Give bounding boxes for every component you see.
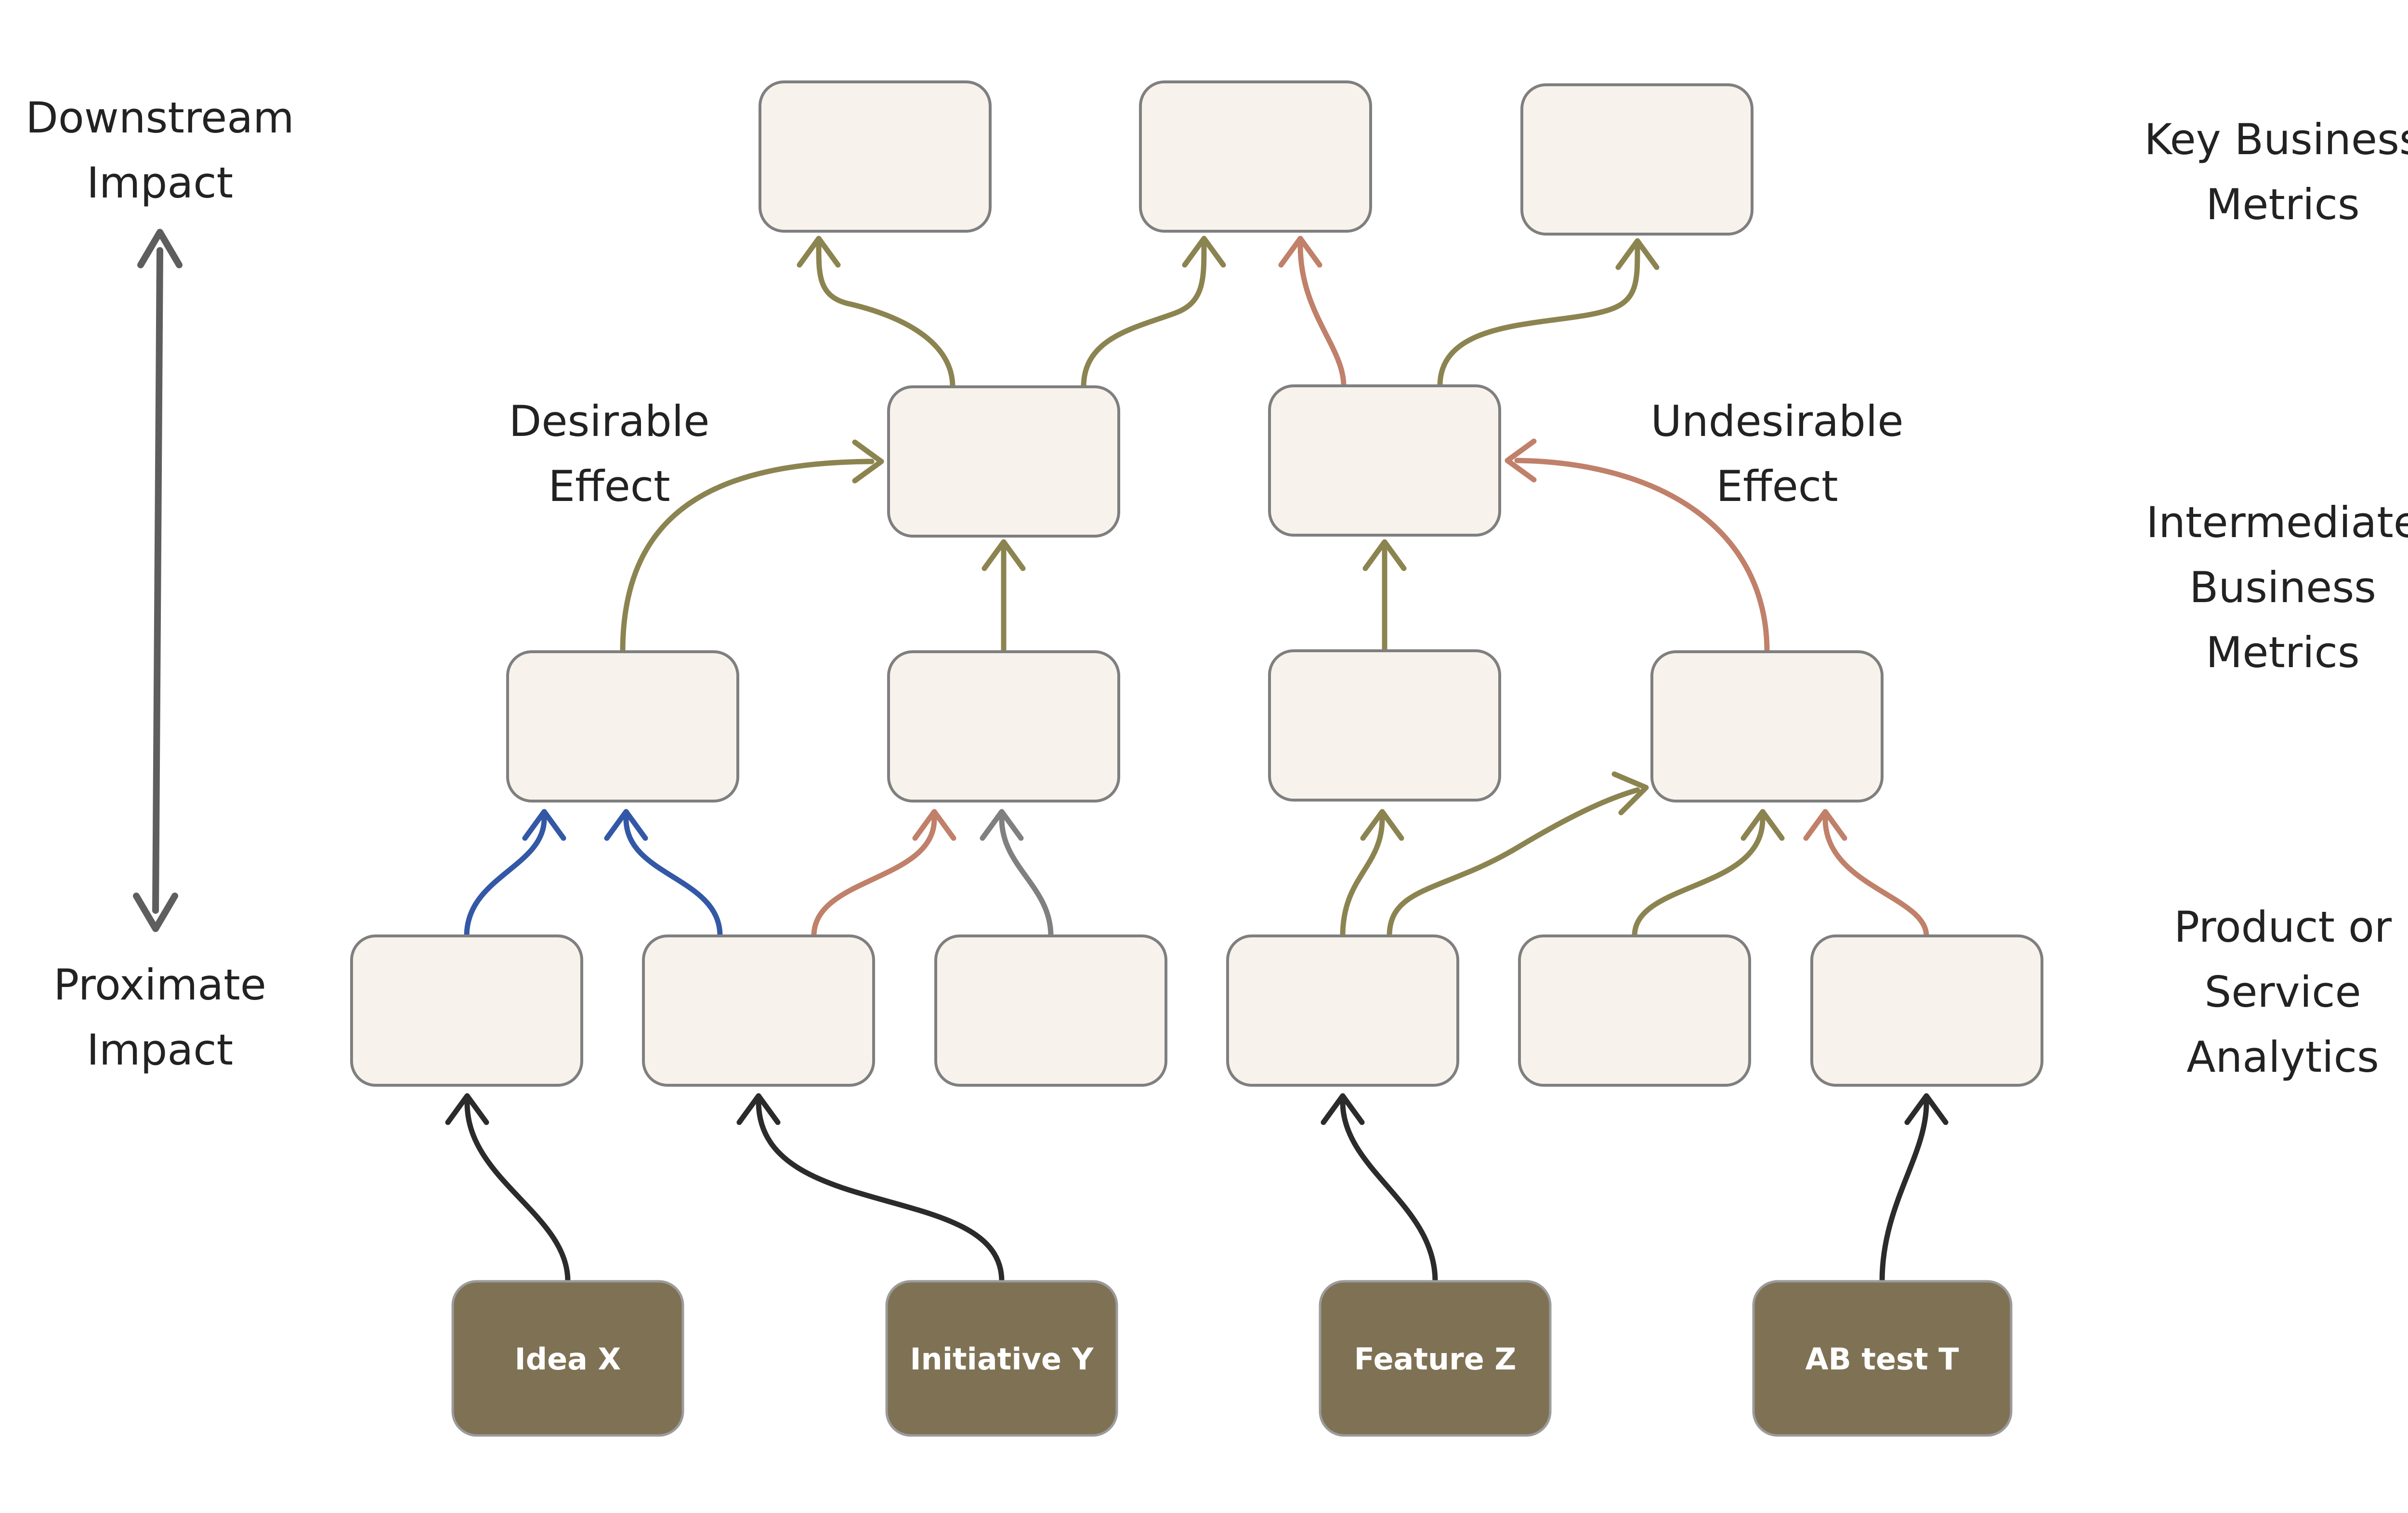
key-metrics-row bbox=[759, 80, 1754, 236]
product-analytics-row bbox=[350, 934, 2043, 1087]
impact-axis bbox=[133, 229, 183, 932]
intermediate-metric-box-5[interactable] bbox=[1268, 649, 1501, 802]
intermediate-metric-box-1[interactable] bbox=[887, 385, 1120, 538]
key-metric-box-3[interactable] bbox=[1520, 83, 1754, 236]
edge-a4-im5-arrowhead bbox=[1360, 809, 1404, 841]
edge-a3-im4 bbox=[999, 816, 1054, 939]
action-ab-test-t[interactable]: AB test T bbox=[1752, 1280, 2013, 1437]
intermediate-metrics-lower-row bbox=[506, 649, 1884, 803]
axis-bottom-label-line2: Impact bbox=[87, 1025, 233, 1075]
edge-im3-im1-arrowhead bbox=[852, 439, 884, 484]
action-label-3: Feature Z bbox=[1354, 1342, 1517, 1377]
edge-im2-key3-arrowhead bbox=[1615, 238, 1660, 270]
intermediate-metric-box-2[interactable] bbox=[1268, 384, 1501, 537]
edge-im2-key2 bbox=[1297, 243, 1347, 389]
desirable-effect-label-line2: Effect bbox=[548, 461, 670, 511]
edge-a3-im4-arrowhead bbox=[980, 809, 1024, 841]
action-label-4: AB test T bbox=[1806, 1342, 1959, 1377]
analytics-box-2[interactable] bbox=[642, 934, 875, 1087]
edge-a1-im3-arrowhead bbox=[522, 809, 566, 841]
edge-im6-im2 bbox=[1514, 458, 1770, 655]
undesirable-effect-label-line2: Effect bbox=[1716, 461, 1838, 511]
action-box-3[interactable] bbox=[1319, 1280, 1552, 1437]
edge-im3-im1 bbox=[620, 459, 875, 655]
key-metric-box-2[interactable] bbox=[1139, 80, 1372, 233]
level-product-label-line1: Product or bbox=[2174, 902, 2392, 952]
axis-down-arrowhead bbox=[133, 893, 178, 932]
impact-axis-line bbox=[152, 247, 163, 914]
edge-t-a6-arrowhead bbox=[1904, 1093, 1949, 1125]
level-intermediate-label-line3: Metrics bbox=[2206, 628, 2359, 677]
intermediate-metrics-upper-row bbox=[887, 384, 1501, 538]
edge-a1-im3 bbox=[464, 816, 547, 939]
edge-y-a2 bbox=[756, 1100, 1005, 1284]
level-product-label-line3: Analytics bbox=[2186, 1032, 2379, 1082]
edge-x-a1-arrowhead bbox=[445, 1093, 489, 1125]
action-label-2: Initiative Y bbox=[910, 1342, 1094, 1377]
axis-top-label-line1: Downstream bbox=[26, 93, 294, 143]
undesirable-effect-label-line1: Undesirable bbox=[1650, 396, 1903, 446]
desirable-effect-label-line1: Desirable bbox=[509, 396, 710, 446]
edge-a2-im3 bbox=[623, 816, 723, 939]
action-box-4[interactable] bbox=[1752, 1280, 2013, 1437]
edge-x-a1 bbox=[464, 1100, 571, 1284]
edge-im4-im1-arrowhead bbox=[982, 539, 1026, 571]
action-box-2[interactable] bbox=[885, 1280, 1118, 1437]
level-product-label-line2: Service bbox=[2204, 967, 2361, 1017]
action-box-1[interactable] bbox=[451, 1280, 684, 1437]
level-intermediate-label-line2: Business bbox=[2189, 563, 2376, 612]
key-metric-box-1[interactable] bbox=[759, 80, 992, 233]
analytics-box-5[interactable] bbox=[1518, 934, 1751, 1087]
level-key-label-line1: Key Business bbox=[2144, 115, 2408, 164]
edge-a4-im6 bbox=[1387, 787, 1640, 939]
edge-layer bbox=[445, 236, 1949, 1284]
edge-a4-im6-arrowhead bbox=[1611, 771, 1649, 816]
edge-z-a4 bbox=[1340, 1100, 1438, 1284]
action-feature-z[interactable]: Feature Z bbox=[1319, 1280, 1552, 1437]
intermediate-metric-box-3[interactable] bbox=[506, 650, 739, 803]
edge-im2-key2-arrowhead bbox=[1278, 236, 1322, 268]
action-idea-x[interactable]: Idea X bbox=[451, 1280, 684, 1437]
edge-im1-key2-arrowhead bbox=[1182, 236, 1226, 268]
edge-y-a2-arrowhead bbox=[736, 1093, 781, 1125]
edge-im1-key2 bbox=[1081, 243, 1207, 390]
edge-im5-im2-arrowhead bbox=[1362, 539, 1407, 571]
intermediate-metric-box-4[interactable] bbox=[887, 650, 1120, 803]
action-label-1: Idea X bbox=[515, 1342, 621, 1377]
edge-a5-im6-arrowhead bbox=[1741, 809, 1785, 841]
actions-row: Idea X Initiative Y Feature Z AB test T bbox=[451, 1280, 2013, 1437]
level-intermediate-label-line1: Intermediate bbox=[2146, 498, 2408, 547]
edge-a2-im4 bbox=[811, 816, 937, 939]
axis-top-label-line2: Impact bbox=[87, 158, 233, 208]
edge-a2-im3-arrowhead bbox=[604, 809, 648, 841]
edge-a6-im6 bbox=[1822, 816, 1929, 939]
edge-z-a4-arrowhead bbox=[1321, 1093, 1365, 1125]
analytics-box-4[interactable] bbox=[1226, 934, 1459, 1087]
edge-im6-im2-arrowhead bbox=[1505, 438, 1537, 483]
analytics-box-3[interactable] bbox=[934, 934, 1167, 1087]
edge-t-a6 bbox=[1879, 1100, 1929, 1284]
edge-im2-key3 bbox=[1437, 245, 1640, 389]
action-initiative-y[interactable]: Initiative Y bbox=[885, 1280, 1118, 1437]
intermediate-metric-box-6[interactable] bbox=[1650, 650, 1884, 803]
edge-a4-im5 bbox=[1340, 816, 1385, 939]
analytics-box-6[interactable] bbox=[1810, 934, 2043, 1087]
edge-a2-im4-arrowhead bbox=[912, 809, 956, 841]
analytics-box-1[interactable] bbox=[350, 934, 583, 1087]
edge-a5-im6 bbox=[1632, 816, 1766, 939]
axis-up-arrowhead bbox=[137, 229, 183, 268]
edge-a6-im6-arrowhead bbox=[1803, 809, 1847, 841]
edge-im1-key1-arrowhead bbox=[797, 236, 841, 268]
level-key-label-line2: Metrics bbox=[2206, 180, 2359, 229]
edge-im1-key1 bbox=[816, 243, 955, 390]
axis-bottom-label-line1: Proximate bbox=[53, 960, 266, 1010]
